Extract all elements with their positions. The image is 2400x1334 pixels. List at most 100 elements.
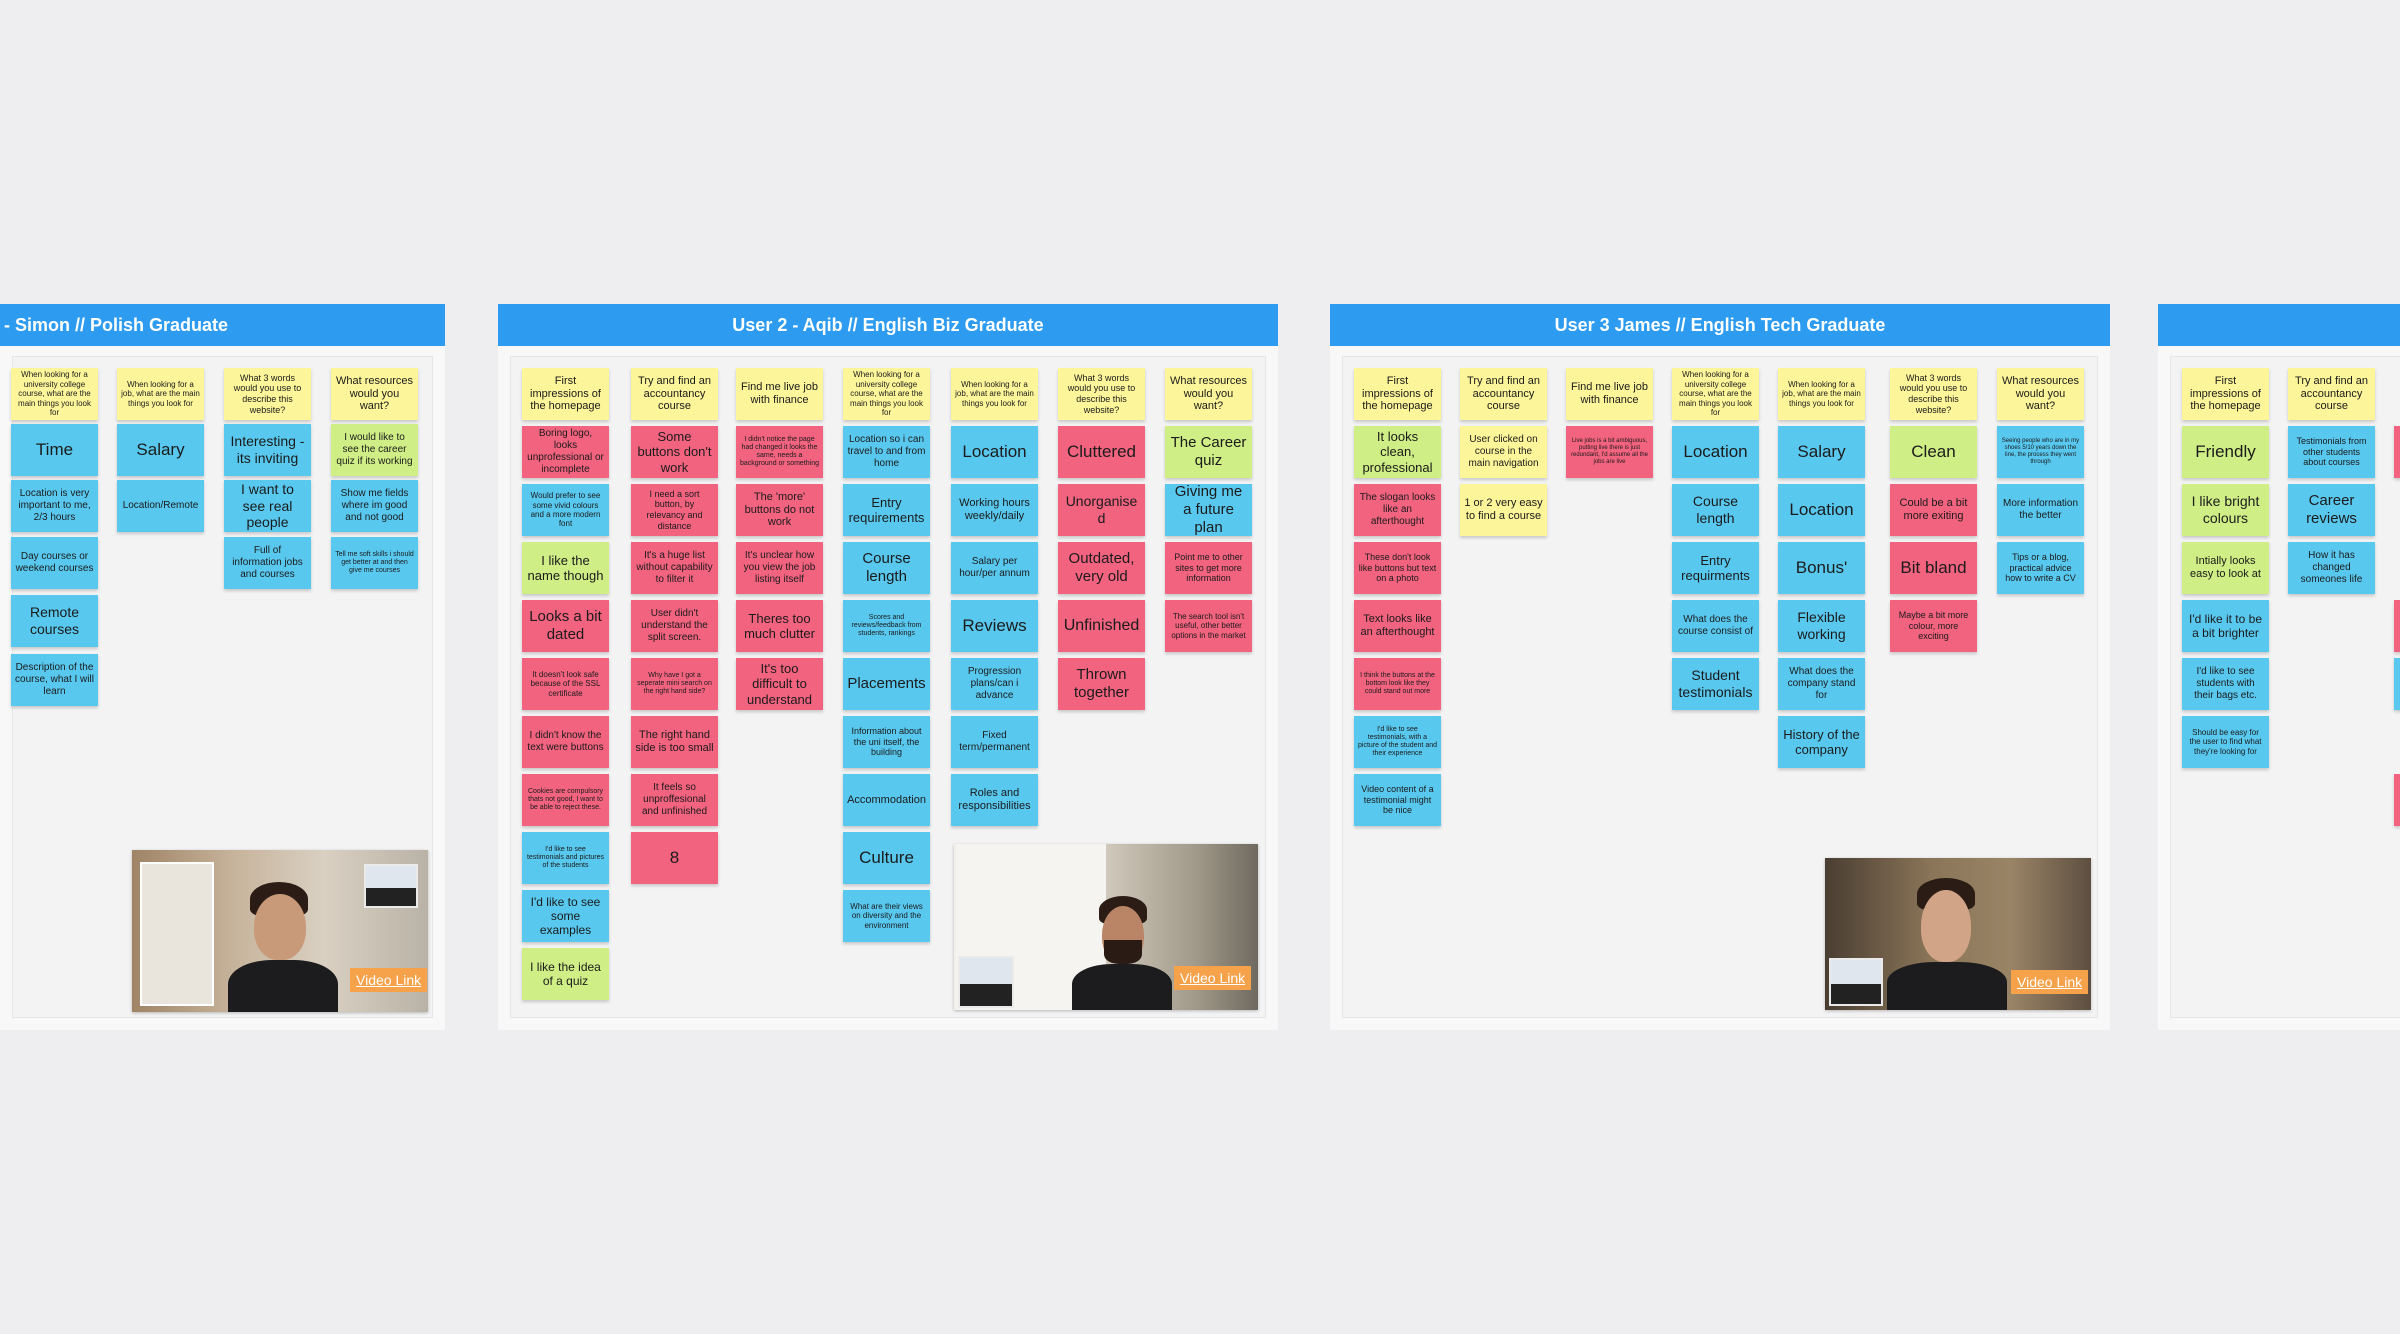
sticky-note[interactable]: Flexible working	[1778, 600, 1865, 652]
sticky-note[interactable]: Day courses or weekend courses	[11, 537, 98, 589]
sticky-note[interactable]: Thrown together	[1058, 658, 1145, 710]
sticky-note[interactable]: First impressions of the homepage	[2182, 368, 2269, 420]
sticky-note[interactable]: What are their views on diversity and th…	[843, 890, 930, 942]
sticky-note[interactable]: Information about the uni itself, the bu…	[843, 716, 930, 768]
sticky-note[interactable]: The search tool isn't useful, other bett…	[1165, 600, 1252, 652]
sticky-note[interactable]: The right hand side is too small	[631, 716, 718, 768]
sticky-note[interactable]: What 3 words would you use to describe t…	[1890, 368, 1977, 420]
sticky-note[interactable]: Cluttered	[1058, 426, 1145, 478]
sticky-note[interactable]: Location	[1778, 484, 1865, 536]
sticky-note[interactable]: When looking for a university college co…	[1672, 368, 1759, 420]
sticky-note[interactable]: Description of the course, what I will l…	[11, 654, 98, 706]
sticky-note[interactable]: The 'more' buttons do not work	[736, 484, 823, 536]
sticky-note[interactable]: Giving me a future plan	[1165, 484, 1252, 536]
video-thumbnail[interactable]: Video Link	[954, 844, 1258, 1010]
sticky-note[interactable]: Try and find an accountancy course	[1460, 368, 1547, 420]
sticky-note[interactable]: Find me live job with finance	[736, 368, 823, 420]
sticky-note[interactable]: Remote courses	[11, 595, 98, 647]
sticky-note[interactable]: Working hours weekly/daily	[951, 484, 1038, 536]
sticky-note[interactable]: Entry requirments	[1672, 542, 1759, 594]
sticky-note[interactable]: History of the company	[1778, 716, 1865, 768]
sticky-note[interactable]: First impressions of the homepage	[1354, 368, 1441, 420]
sticky-note[interactable]: Could be a bit more exiting	[1890, 484, 1977, 536]
sticky-note[interactable]: Bit bland	[1890, 542, 1977, 594]
sticky-note[interactable]: First impressions of the homepage	[522, 368, 609, 420]
sticky-note[interactable]: Unfinished	[1058, 600, 1145, 652]
sticky-note[interactable]: What resources would you want?	[331, 368, 418, 420]
sticky-note[interactable]: Should be easy for the user to find what…	[2182, 716, 2269, 768]
sticky-note[interactable]: Maybe a bit more colour, more exciting	[1890, 600, 1977, 652]
sticky-note[interactable]: Location	[951, 426, 1038, 478]
sticky-note[interactable]: More information the better	[1997, 484, 2084, 536]
sticky-note[interactable]: Cookies are compulsory thats not good, I…	[522, 774, 609, 826]
sticky-note[interactable]: Seeing people who are in my shoes 5/10 y…	[1997, 426, 2084, 478]
sticky-note[interactable]: Theres too much clutter	[736, 600, 823, 652]
sticky-note[interactable]: I would like to see the career quiz if i…	[331, 424, 418, 476]
sticky-note[interactable]: It looks clean, professional	[1354, 426, 1441, 478]
sticky-note[interactable]: Find me live job with finance	[1566, 368, 1653, 420]
sticky-note[interactable]: I'd like to see some examples	[522, 890, 609, 942]
sticky-note[interactable]: 1 or 2 very easy to find a course	[1460, 484, 1547, 536]
sticky-note[interactable]: User clicked on course in the main navig…	[1460, 426, 1547, 478]
sticky-note[interactable]: I didn't know the text were buttons	[522, 716, 609, 768]
sticky-note[interactable]: Roles and responsibilities	[951, 774, 1038, 826]
sticky-note[interactable]: What does the company stand for	[1778, 658, 1865, 710]
sticky-note[interactable]: It doesn't look safe because of the SSL …	[522, 658, 609, 710]
video-thumbnail[interactable]: Video Link	[1825, 858, 2091, 1010]
sticky-note[interactable]: I like the idea of a quiz	[522, 948, 609, 1000]
sticky-note[interactable]: When looking for a job, what are the mai…	[951, 368, 1038, 420]
sticky-note[interactable]: Scores and reviews/feedback from student…	[843, 600, 930, 652]
video-link[interactable]: Video Link	[2011, 970, 2089, 994]
sticky-note[interactable]: Some buttons don't work	[631, 426, 718, 478]
sticky-note[interactable]: I like the name though	[522, 542, 609, 594]
sticky-note[interactable]: What resources would you want?	[1997, 368, 2084, 420]
sticky-note[interactable]: Text looks like an afterthought	[1354, 600, 1441, 652]
sticky-note[interactable]: The Career quiz	[1165, 426, 1252, 478]
sticky-note[interactable]: I'd like to see testimonials and picture…	[522, 832, 609, 884]
sticky-note[interactable]: Unorganised	[1058, 484, 1145, 536]
sticky-note[interactable]: I'd like to see testimonials, with a pic…	[1354, 716, 1441, 768]
sticky-note[interactable]: Progression plans/can i advance	[951, 658, 1038, 710]
sticky-note[interactable]: It feels so unproffesional and unfinishe…	[631, 774, 718, 826]
sticky-note[interactable]: User didn't understand the split screen.	[631, 600, 718, 652]
sticky-note[interactable]: When looking for a university college co…	[11, 368, 98, 420]
video-link[interactable]: Video Link	[1174, 966, 1252, 990]
sticky-note[interactable]: I want to see real people	[224, 480, 311, 532]
sticky-note[interactable]: It's too difficult to understand	[736, 658, 823, 710]
sticky-note[interactable]: What 3 words would you use to describe t…	[224, 368, 311, 420]
sticky-note[interactable]: I didn't notice the page had changed it …	[736, 426, 823, 478]
sticky-note[interactable]: Reviews	[951, 600, 1038, 652]
sticky-note[interactable]: Full of information jobs and courses	[224, 537, 311, 589]
sticky-note[interactable]: Bonus'	[1778, 542, 1865, 594]
sticky-note[interactable]: Location/Remote	[117, 480, 204, 532]
sticky-note[interactable]: I'd like it to be a bit brighter	[2182, 600, 2269, 652]
sticky-note[interactable]: Tips or a blog, practical advice how to …	[1997, 542, 2084, 594]
sticky-note[interactable]: Intially looks easy to look at	[2182, 542, 2269, 594]
sticky-note[interactable]: When looking for a job, what are the mai…	[1778, 368, 1865, 420]
sticky-note[interactable]: When looking for a job, what are the mai…	[117, 368, 204, 420]
sticky-note[interactable]: Try and find an accountancy course	[2288, 368, 2375, 420]
sticky-note[interactable]: Boring logo, looks unprofessional or inc…	[522, 426, 609, 478]
sticky-note[interactable]: I need a sort button, by relevancy and d…	[631, 484, 718, 536]
sticky-note[interactable]: I'd like to see students with their bags…	[2182, 658, 2269, 710]
sticky-note[interactable]: Testimonials from other students about c…	[2288, 426, 2375, 478]
sticky-note[interactable]: Salary per hour/per annum	[951, 542, 1038, 594]
video-link[interactable]: Video Link	[350, 968, 428, 992]
sticky-note[interactable]: Interesting - its inviting	[224, 424, 311, 476]
sticky-note[interactable]: Career reviews	[2288, 484, 2375, 536]
sticky-note[interactable]: What does the course consist of	[1672, 600, 1759, 652]
sticky-note[interactable]: When looking for a university college co…	[843, 368, 930, 420]
video-thumbnail[interactable]: Video Link	[132, 850, 428, 1012]
sticky-note[interactable]: Location so i can travel to and from hom…	[843, 426, 930, 478]
sticky-note[interactable]: Time	[11, 424, 98, 476]
sticky-note[interactable]: Course length	[843, 542, 930, 594]
sticky-note[interactable]: What resources would you want?	[1165, 368, 1252, 420]
sticky-note[interactable]: Outdated, very old	[1058, 542, 1145, 594]
sticky-note[interactable]: The slogan looks like an afterthought	[1354, 484, 1441, 536]
sticky-note[interactable]: Video content of a testimonial might be …	[1354, 774, 1441, 826]
sticky-note[interactable]: Point me to other sites to get more info…	[1165, 542, 1252, 594]
sticky-note[interactable]: Looks a bit dated	[522, 600, 609, 652]
sticky-note[interactable]: I like bright colours	[2182, 484, 2269, 536]
sticky-note[interactable]: What 3 words would you use to describe t…	[1058, 368, 1145, 420]
